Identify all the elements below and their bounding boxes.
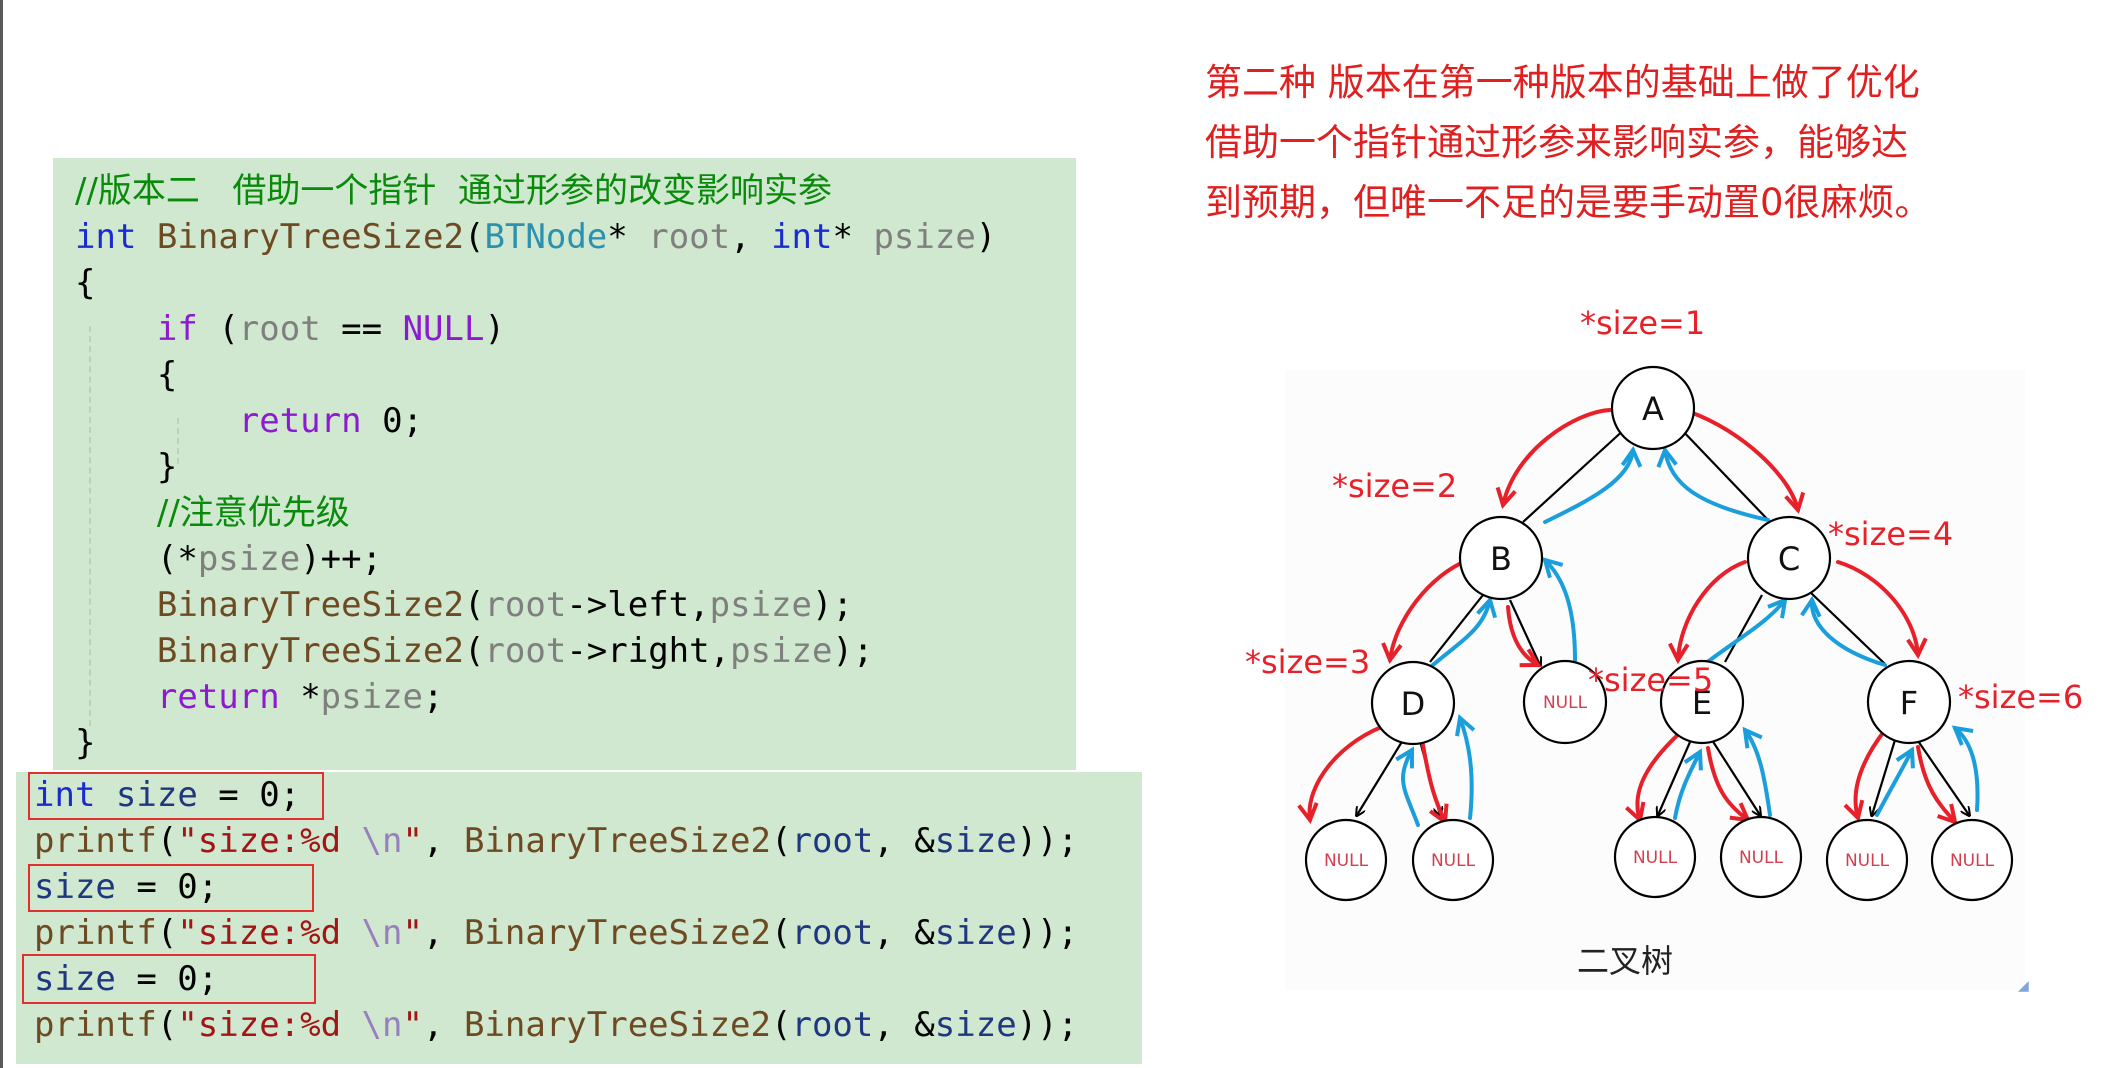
tree-node-null-2: NULL — [1411, 818, 1495, 902]
note-line-2: 借助一个指针通过形参来影响实参，能够达 — [1205, 121, 1908, 164]
code-line-size-reset-1: size = 0; — [34, 867, 219, 907]
svg-text:NULL: NULL — [1950, 851, 1995, 871]
size-label-a: *size=1 — [1580, 304, 1705, 342]
blue-return-arrows — [1403, 450, 1980, 827]
svg-text:NULL: NULL — [1633, 848, 1678, 868]
svg-text:D: D — [1401, 685, 1426, 723]
svg-text:NULL: NULL — [1431, 851, 1476, 871]
svg-text:E: E — [1692, 684, 1712, 722]
code-line-signature: int BinaryTreeSize2(BTNode* root, int* p… — [75, 217, 997, 257]
code-line-increment: (*psize)++; — [75, 539, 383, 579]
note-line-3: 到预期，但唯一不足的是要手动置0很麻烦。 — [1205, 181, 1932, 224]
code-line-if-close: } — [75, 447, 178, 487]
note-line-1: 第二种 版本在第一种版本的基础上做了优化 — [1205, 61, 1920, 104]
tree-node-null-4: NULL — [1719, 815, 1803, 899]
size-label-d: *size=3 — [1245, 643, 1370, 681]
tree-node-null-6: NULL — [1930, 818, 2014, 902]
code-line-size-reset-2: size = 0; — [34, 959, 219, 999]
size-label-b: *size=2 — [1332, 467, 1457, 505]
code-line-if-open: { — [75, 355, 178, 395]
size-label-c: *size=4 — [1828, 515, 1953, 553]
tree-node-null-3: NULL — [1613, 815, 1697, 899]
code-line-return-psize: return *psize; — [156, 677, 444, 717]
function-code-block: //版本二 借助一个指针 通过形参的改变影响实参 int BinaryTreeS… — [53, 158, 1076, 770]
code-line-comment-title: //版本二 借助一个指针 通过形参的改变影响实参 — [75, 171, 832, 211]
code-line-if: if (root == NULL) — [156, 309, 505, 349]
call-code-block: int size = 0; printf("size:%d \n", Binar… — [16, 772, 1142, 1064]
code-line-printf-3: printf("size:%d \n", BinaryTreeSize2(roo… — [34, 1005, 1079, 1045]
left-edge-bar — [0, 0, 3, 1068]
corner-resize-icon: ◢ — [2018, 978, 2029, 994]
svg-text:NULL: NULL — [1845, 851, 1890, 871]
svg-text:NULL: NULL — [1324, 851, 1369, 871]
indent-guide — [89, 326, 91, 726]
svg-text:NULL: NULL — [1543, 693, 1588, 713]
code-line-printf-2: printf("size:%d \n", BinaryTreeSize2(roo… — [34, 913, 1079, 953]
code-line-size-init: int size = 0; — [34, 775, 301, 815]
svg-text:A: A — [1642, 390, 1664, 428]
svg-text:F: F — [1900, 684, 1918, 722]
highlight-box-reset-1 — [28, 864, 314, 912]
highlight-box-init — [28, 772, 324, 820]
red-call-arrows — [1310, 408, 1955, 822]
tree-node-c: C — [1746, 515, 1832, 601]
code-line-printf-1: printf("size:%d \n", BinaryTreeSize2(roo… — [34, 821, 1079, 861]
code-line-comment-priority: //注意优先级 — [156, 493, 350, 533]
tree-node-d: D — [1370, 660, 1456, 746]
tree-node-null-1: NULL — [1304, 818, 1388, 902]
tree-node-null-5: NULL — [1825, 818, 1909, 902]
size-labels: *size=1 *size=2 *size=4 *size=3 *size=5 … — [1245, 304, 2083, 716]
size-label-f: *size=6 — [1958, 678, 2083, 716]
svg-text:NULL: NULL — [1739, 848, 1784, 868]
svg-text:C: C — [1778, 540, 1800, 578]
tree-node-f: F — [1866, 659, 1952, 745]
tree-nodes: A B C D NULL E F NULL — [1304, 365, 2014, 902]
indent-guide-inner — [177, 418, 179, 464]
size-label-e: *size=5 — [1588, 661, 1713, 699]
svg-text:B: B — [1490, 540, 1512, 578]
tree-node-a: A — [1610, 365, 1696, 451]
tree-node-b: B — [1458, 515, 1544, 601]
code-line-return-zero: return 0; — [238, 401, 424, 441]
code-line-close-brace: } — [75, 723, 96, 763]
code-line-recurse-left: BinaryTreeSize2(root->left,psize); — [156, 585, 853, 625]
code-line-open-brace: { — [75, 263, 96, 303]
highlight-box-reset-2 — [22, 954, 316, 1004]
tree-caption: 二叉树 — [1577, 942, 1673, 980]
code-line-recurse-right: BinaryTreeSize2(root->right,psize); — [156, 631, 874, 671]
tree-node-e: E — [1659, 659, 1745, 745]
tree-node-null-b-right: NULL — [1522, 659, 1608, 745]
